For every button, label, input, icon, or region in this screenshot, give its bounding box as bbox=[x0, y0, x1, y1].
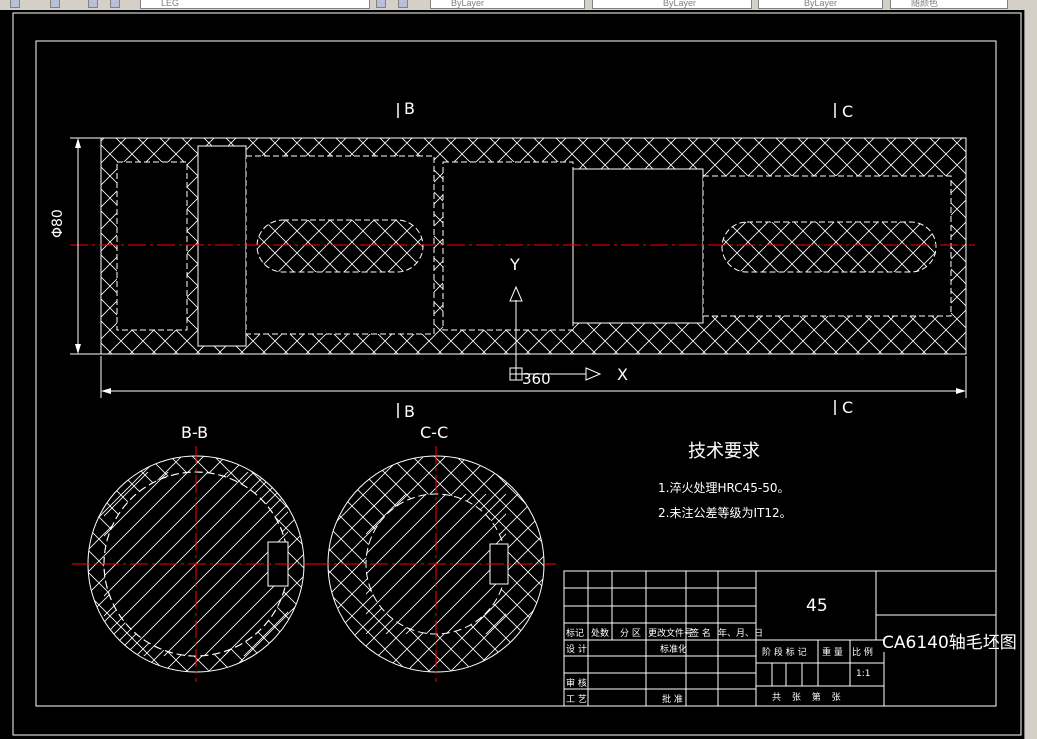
light-icon[interactable] bbox=[88, 0, 98, 8]
view-label-bb: B-B bbox=[181, 423, 209, 442]
header-count: 处数 bbox=[591, 629, 610, 639]
review-label: 审 核 bbox=[566, 679, 587, 689]
layer-manager-icon[interactable] bbox=[50, 0, 60, 8]
dimension-diameter-text: Φ80 bbox=[50, 209, 66, 238]
title-block bbox=[563, 570, 997, 707]
tech-item-1: 1.淬火处理HRC45-50。 bbox=[658, 481, 790, 495]
color-dropdown[interactable]: ByLayer bbox=[430, 0, 585, 9]
scale-value: 1:1 bbox=[856, 669, 871, 679]
layer-previous-icon[interactable] bbox=[398, 0, 408, 8]
dimension-length-text: 360 bbox=[522, 370, 551, 388]
section-label-c-bottom: C bbox=[842, 398, 854, 417]
toolbar: LEG ByLayer ByLayer ByLayer 随颜色 bbox=[0, 0, 1037, 10]
header-sign: 签 名 bbox=[690, 629, 711, 639]
scale-label: 比 例 bbox=[852, 648, 873, 658]
layer-dropdown[interactable]: LEG bbox=[140, 0, 370, 9]
tech-item-2: 2.未注公差等级为IT12。 bbox=[658, 506, 792, 520]
layer-icon[interactable] bbox=[10, 0, 20, 8]
plotstyle-dropdown[interactable]: 随颜色 bbox=[890, 0, 1008, 9]
material-text: 45 bbox=[806, 596, 828, 616]
sheets-label: 共 张 第 张 bbox=[772, 693, 841, 703]
outer-frame bbox=[12, 12, 1022, 736]
section-label-c-top: C bbox=[842, 102, 854, 121]
header-date: 年、月、日 bbox=[718, 629, 764, 639]
header-change-doc: 更改文件号 bbox=[648, 629, 694, 639]
section-bb bbox=[72, 446, 318, 682]
header-zone: 分 区 bbox=[620, 629, 641, 639]
inner-frame bbox=[35, 40, 997, 707]
freeze-icon[interactable] bbox=[110, 0, 120, 8]
approve-label: 批 准 bbox=[662, 695, 683, 705]
weight-label: 重 量 bbox=[822, 648, 843, 658]
section-label-b-top: B bbox=[404, 99, 415, 118]
design-label: 设 计 bbox=[566, 645, 587, 655]
section-cc bbox=[312, 446, 556, 682]
shaft-blank bbox=[100, 137, 967, 355]
drawing-name-text: CA6140轴毛坯图 bbox=[882, 633, 1017, 653]
dimension-diameter bbox=[70, 137, 101, 355]
ucs-y-label: Y bbox=[510, 255, 520, 274]
tech-title: 技术要求 bbox=[688, 441, 760, 462]
ucs-x-label: X bbox=[617, 365, 628, 384]
linetype-dropdown[interactable]: ByLayer bbox=[592, 0, 752, 9]
stage-mark-label: 阶 段 标 记 bbox=[762, 648, 807, 658]
view-label-cc: C-C bbox=[420, 423, 449, 442]
standardize-label: 标准化 bbox=[660, 645, 688, 655]
ucs-icon bbox=[509, 285, 602, 381]
make-current-icon[interactable] bbox=[376, 0, 386, 8]
process-label: 工 艺 bbox=[566, 695, 587, 705]
header-mark: 标记 bbox=[566, 629, 585, 639]
section-label-b-bottom: B bbox=[404, 402, 415, 421]
lineweight-dropdown[interactable]: ByLayer bbox=[758, 0, 883, 9]
vertical-scrollbar[interactable] bbox=[1024, 10, 1037, 739]
dimension-length bbox=[100, 356, 967, 398]
